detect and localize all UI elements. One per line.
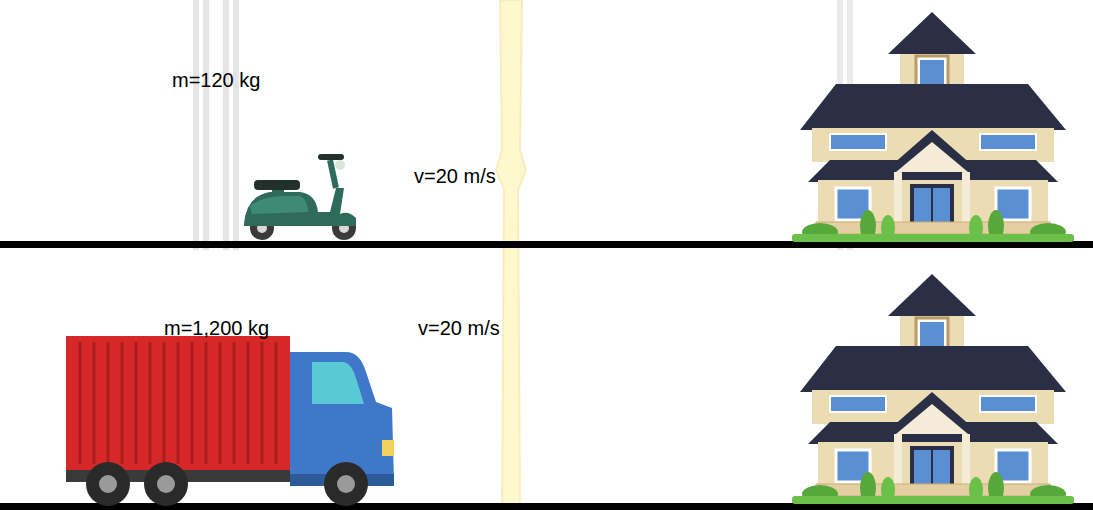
- speed-label: v=20 m/s: [414, 164, 496, 188]
- mass-label: m=1,200 kg: [164, 316, 269, 340]
- mass-label: m=120 kg: [172, 68, 260, 92]
- speed-label: v=20 m/s: [418, 316, 500, 340]
